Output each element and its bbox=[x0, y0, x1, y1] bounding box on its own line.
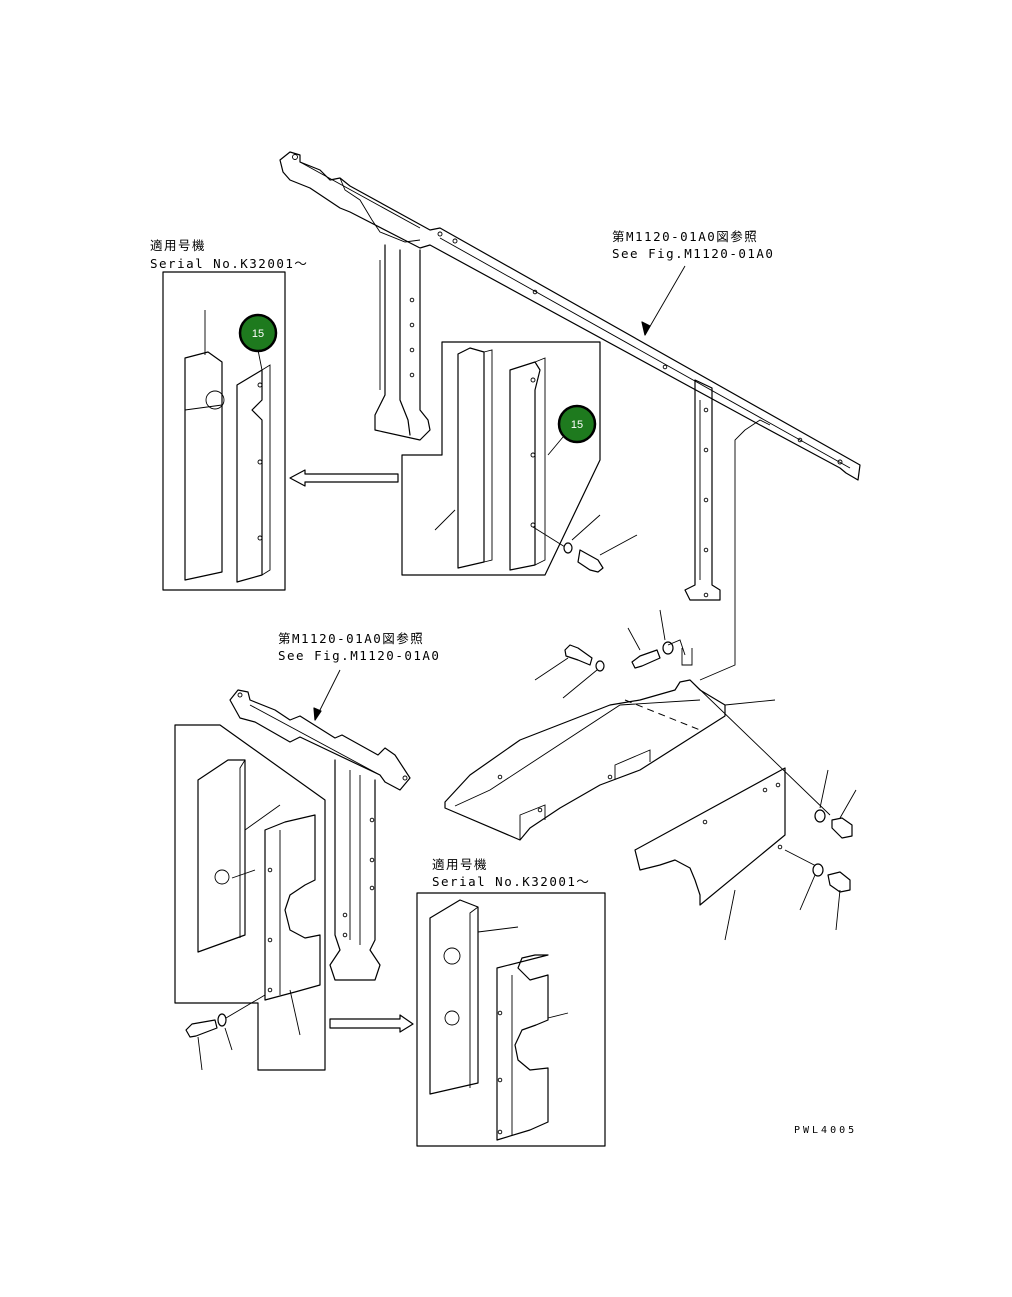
ref-mid-en: See Fig.M1120-01A0 bbox=[278, 648, 440, 663]
top-serial-inset: 適用号機 Serial No.K32001～ bbox=[150, 238, 308, 591]
left-arrow bbox=[289, 469, 399, 487]
right-cover-plate bbox=[634, 679, 831, 941]
callout-badge-top-center[interactable]: 15 bbox=[557, 404, 597, 444]
callout-badge-top-left[interactable]: 15 bbox=[238, 313, 278, 353]
top-frame-bar bbox=[279, 151, 861, 481]
ref-top-en: See Fig.M1120-01A0 bbox=[612, 246, 774, 261]
lower-frame bbox=[229, 689, 411, 981]
callout-number: 15 bbox=[571, 419, 583, 431]
callout-number: 15 bbox=[252, 328, 264, 340]
bolt-lower-left bbox=[185, 994, 266, 1071]
bolt-top-center bbox=[563, 514, 638, 573]
top-reference: 第M1120-01A0図参照 See Fig.M1120-01A0 bbox=[612, 229, 774, 336]
mid-reference: 第M1120-01A0図参照 See Fig.M1120-01A0 bbox=[278, 631, 440, 721]
ref-mid-jp: 第M1120-01A0図参照 bbox=[278, 631, 424, 646]
serial-bottom-jp: 適用号機 bbox=[432, 857, 488, 872]
top-right-post bbox=[684, 379, 771, 681]
drawing-code: PWL4005 bbox=[794, 1125, 857, 1136]
lower-left-inset bbox=[174, 724, 326, 1071]
right-arrow bbox=[329, 1014, 414, 1033]
cover-bolts bbox=[799, 769, 857, 931]
serial-top-en: Serial No.K32001～ bbox=[150, 256, 308, 271]
serial-bottom-en: Serial No.K32001～ bbox=[432, 874, 590, 889]
top-center-inset bbox=[401, 341, 601, 576]
bottom-serial-inset: 適用号機 Serial No.K32001～ bbox=[416, 857, 606, 1147]
serial-top-jp: 適用号機 bbox=[150, 238, 206, 253]
skid-bolts bbox=[534, 609, 686, 699]
right-skid-plate bbox=[444, 648, 776, 841]
ref-top-jp: 第M1120-01A0図参照 bbox=[612, 229, 758, 244]
top-left-post bbox=[374, 244, 431, 441]
